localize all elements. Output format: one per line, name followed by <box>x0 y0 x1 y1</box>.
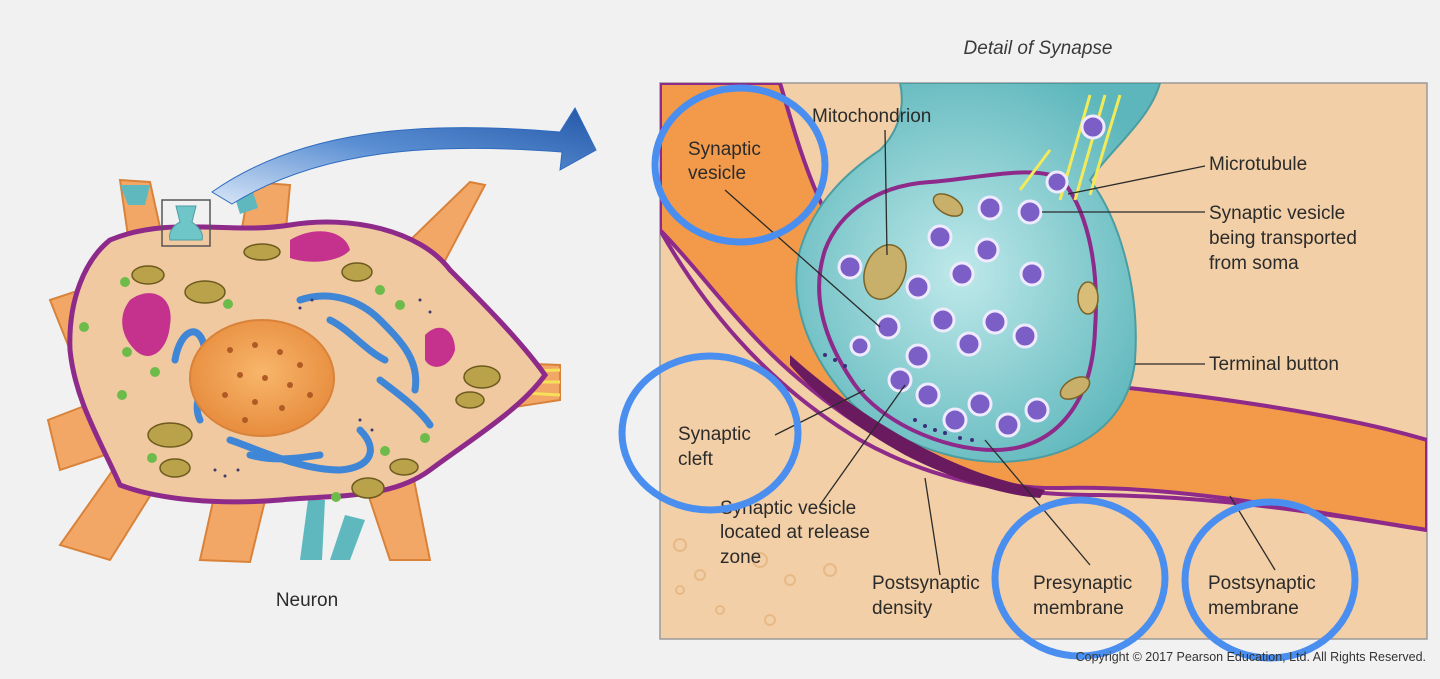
label-synaptic-vesicle-line2: vesicle <box>688 163 746 184</box>
label-microtubule: Microtubule <box>1209 154 1307 175</box>
label-terminal-button: Terminal button <box>1209 354 1339 375</box>
label-synaptic-vesicle-line1: Synaptic <box>688 139 761 160</box>
highlight-synaptic-cleft <box>618 352 802 514</box>
label-synaptic-cleft-line1: Synaptic <box>678 424 751 445</box>
highlight-presynaptic-membrane <box>991 496 1169 660</box>
neuron-caption: Neuron <box>276 590 338 611</box>
label-presynaptic-membrane-line2: membrane <box>1033 598 1124 619</box>
label-presynaptic-membrane-line1: Presynaptic <box>1033 573 1132 594</box>
label-transported-line2: being transported <box>1209 228 1357 249</box>
label-transported-line1: Synaptic vesicle <box>1209 203 1345 224</box>
synapse-panel: Mitochondrion Synaptic vesicle Microtubu… <box>659 82 1428 640</box>
copyright-notice: Copyright © 2017 Pearson Education, Ltd.… <box>1076 650 1426 664</box>
label-release-zone-line2: located at release <box>720 522 870 543</box>
zoom-arrow <box>211 106 597 205</box>
highlight-synaptic-vesicle <box>651 84 829 246</box>
label-postsynaptic-membrane-line1: Postsynaptic <box>1208 573 1316 594</box>
label-mitochondrion: Mitochondrion <box>812 106 931 127</box>
detail-title: Detail of Synapse <box>964 38 1113 59</box>
neuron-illustration <box>46 178 561 564</box>
label-postsynaptic-membrane-line2: membrane <box>1208 598 1299 619</box>
highlight-circles <box>618 84 1359 662</box>
label-postsynaptic-density-line2: density <box>872 598 933 619</box>
label-transported-line3: from soma <box>1209 253 1299 274</box>
label-release-zone-line3: zone <box>720 547 761 568</box>
label-postsynaptic-density-line1: Postsynaptic <box>872 573 980 594</box>
highlight-postsynaptic-membrane <box>1181 498 1359 662</box>
label-synaptic-cleft-line2: cleft <box>678 449 714 470</box>
